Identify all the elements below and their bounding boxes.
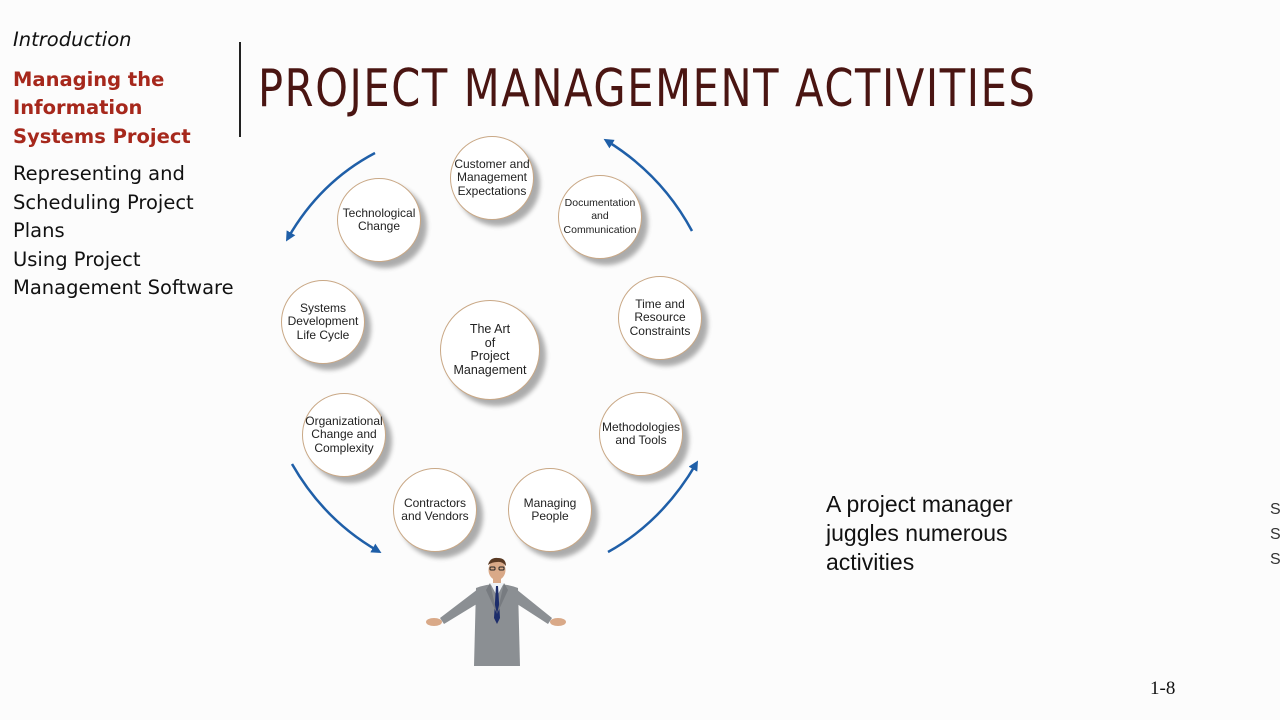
nav-item-managing-project[interactable]: Managing the Information Systems Project	[13, 67, 191, 148]
nav-item-pm-software[interactable]: Using Project Management Software	[13, 247, 234, 300]
arrow-upper-left	[286, 151, 376, 242]
sidebar-divider	[239, 42, 241, 137]
node-label: Contractors and Vendors	[401, 495, 469, 523]
section-nav: Introduction Managing the Information Sy…	[13, 26, 238, 303]
slide-title: PROJECT MANAGEMENT ACTIVITIES	[258, 59, 1037, 119]
node-label: The Art of Project Management	[453, 322, 527, 377]
arrow-upper-right	[603, 138, 694, 232]
node-label: Systems Development Life Cycle	[287, 300, 359, 342]
arrow-lower-right	[607, 460, 699, 554]
node-label: Managing People	[523, 495, 577, 523]
node-methodologies-tools: Methodologies and Tools	[599, 392, 683, 476]
node-label: Time and Resource Constraints	[629, 296, 691, 338]
nav-item-introduction[interactable]: Introduction	[13, 28, 132, 51]
node-contractors-vendors: Contractors and Vendors	[393, 468, 477, 552]
node-label: Documentation and Communication	[563, 196, 637, 236]
node-technological-change: Technological Change	[337, 178, 421, 262]
node-label: Customer and Management Expectations	[454, 156, 530, 198]
node-art-of-project-management: The Art of Project Management	[440, 300, 540, 400]
slide-caption: A project manager juggles numerous activ…	[826, 491, 1013, 575]
node-organizational-change: Organizational Change and Complexity	[302, 393, 386, 477]
node-time-resource-constraints: Time and Resource Constraints	[618, 276, 702, 360]
juggling-man-illustration	[426, 557, 566, 666]
nav-item-scheduling-plans[interactable]: Representing and Scheduling Project Plan…	[13, 162, 194, 242]
page-number: 1-8	[1150, 678, 1176, 699]
activities-diagram: The Art of Project Management Customer a…	[270, 130, 720, 570]
node-label: Organizational Change and Complexity	[305, 413, 383, 455]
node-managing-people: Managing People	[508, 468, 592, 552]
node-label: Methodologies and Tools	[601, 419, 681, 447]
node-customer-expectations: Customer and Management Expectations	[450, 136, 534, 220]
node-documentation-communication: Documentation and Communication	[558, 175, 642, 259]
cycle-arrows	[286, 138, 699, 554]
arrow-lower-left	[290, 463, 382, 553]
node-label: Technological Change	[342, 205, 416, 233]
node-systems-development-life-cycle: Systems Development Life Cycle	[281, 280, 365, 364]
